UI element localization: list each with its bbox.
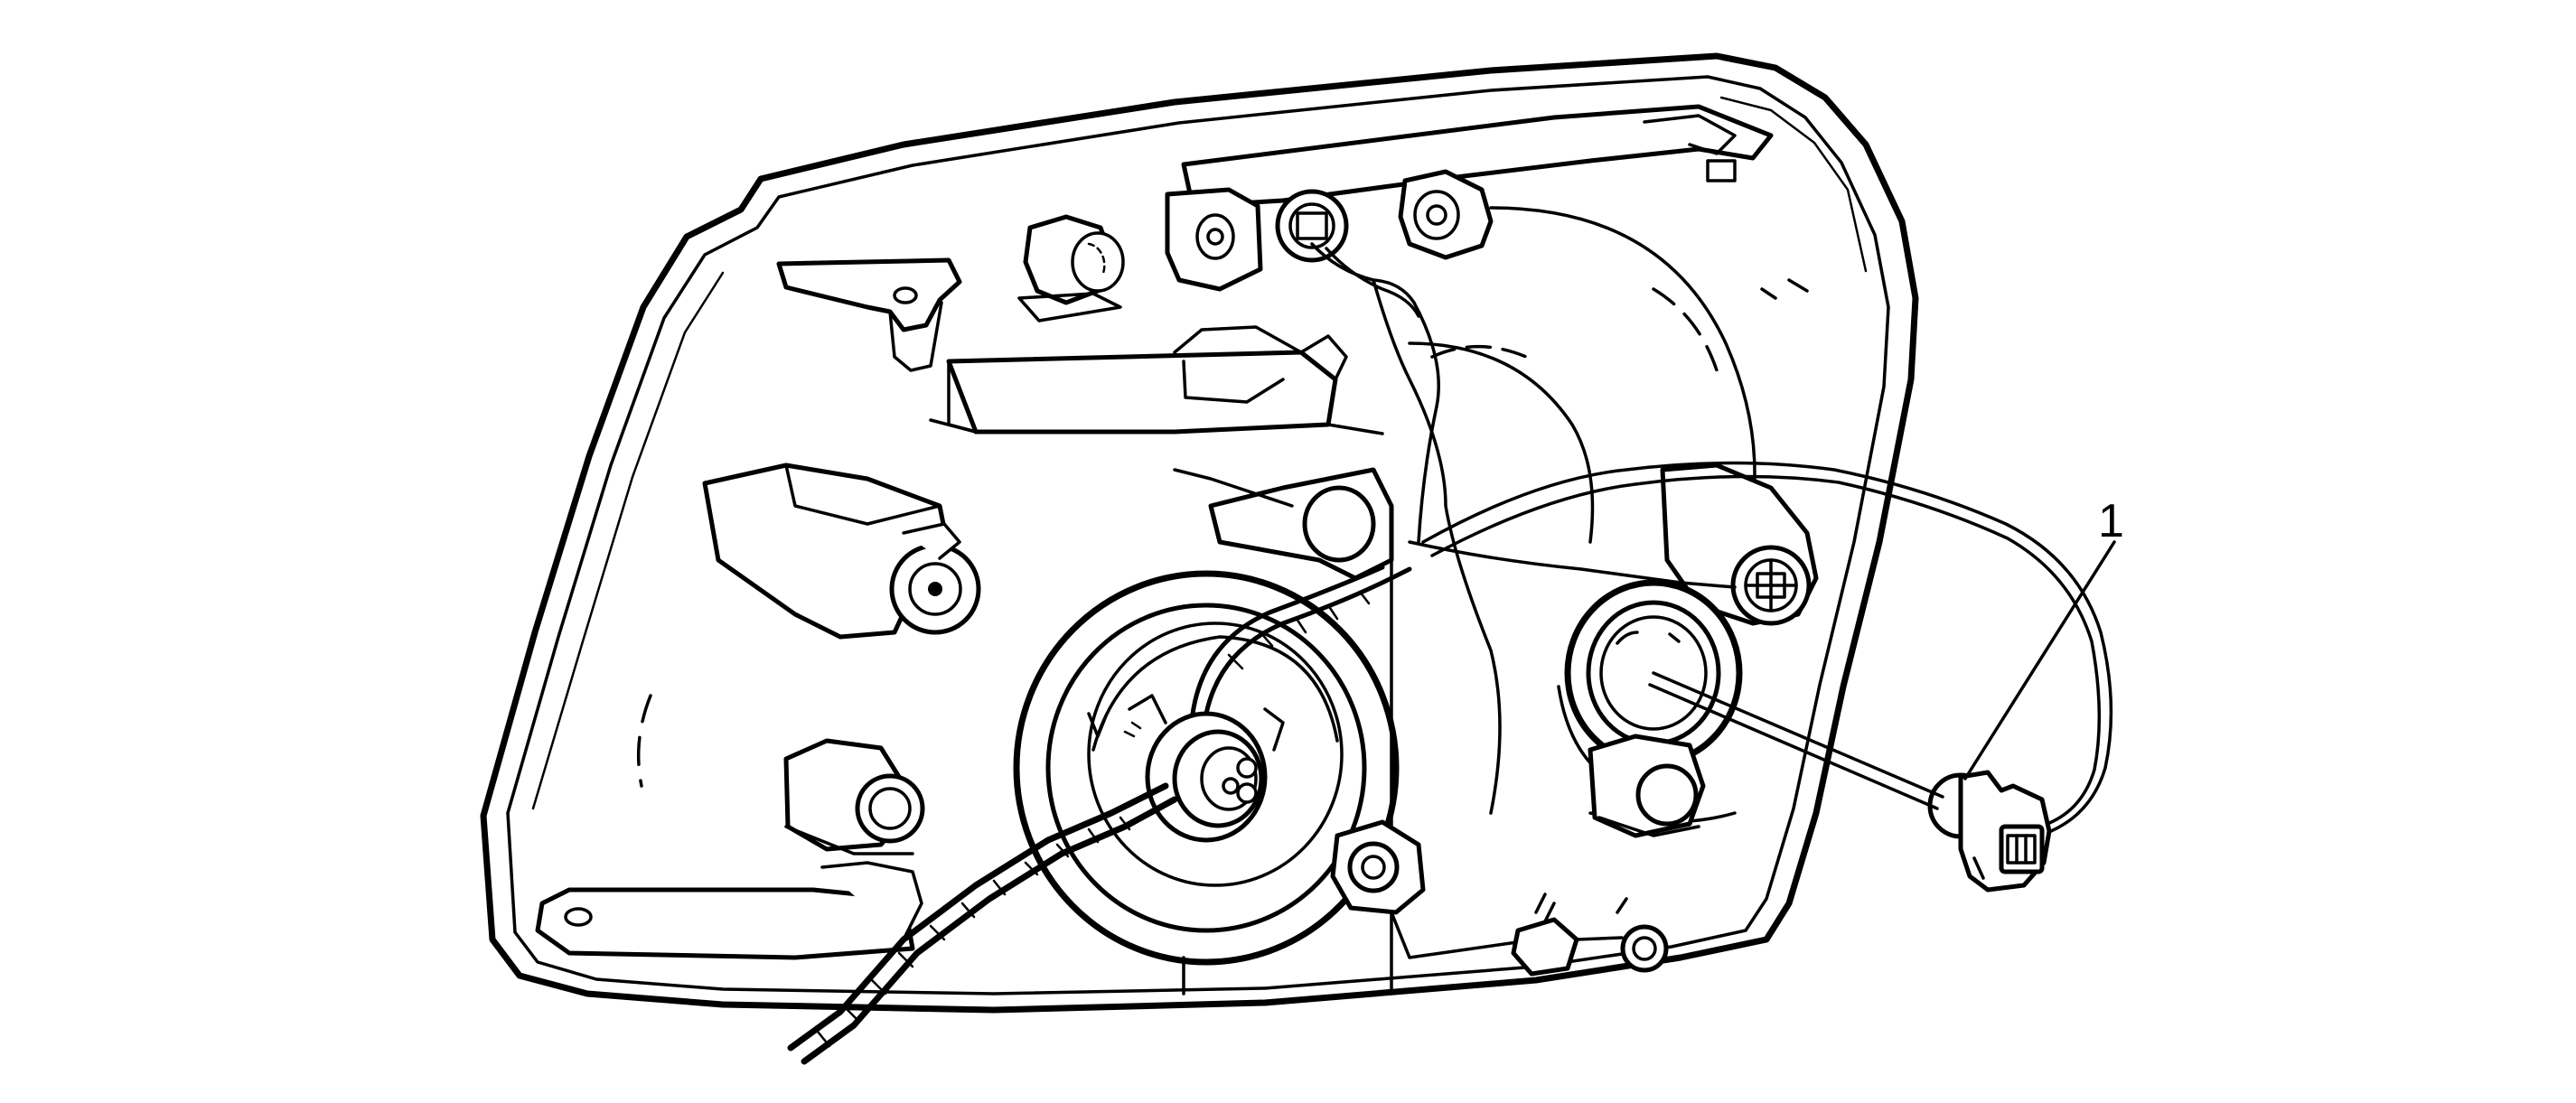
removed-bulb-wire — [1408, 461, 2113, 833]
upper-bulb-sockets — [1017, 169, 1494, 322]
lower-left-mounting-tab — [535, 861, 923, 960]
callout-1: 1 — [1963, 495, 2124, 781]
headlamp-bulb-housing — [1013, 570, 1400, 966]
right-lower-bulb — [1588, 734, 1706, 838]
lower-right-clips — [1511, 893, 1669, 977]
upper-socket-wires — [1310, 242, 1502, 815]
removed-bulb-socket — [1927, 770, 2052, 893]
left-mount-boss — [702, 463, 981, 640]
lower-center-mount — [1330, 819, 1556, 959]
lower-left-bulb — [783, 738, 925, 855]
upper-center-body — [929, 325, 1384, 435]
center-body-right — [1173, 341, 1595, 996]
callout-1-leader-line — [1963, 540, 2116, 781]
inner-arc-left — [636, 694, 652, 788]
callout-1-label: 1 — [2098, 495, 2124, 547]
main-wiring-harness — [787, 565, 1412, 1065]
removal-path-line — [1648, 671, 1944, 810]
housing-outer-rim — [480, 52, 1919, 1014]
upper-left-mounting-tab — [776, 257, 962, 372]
